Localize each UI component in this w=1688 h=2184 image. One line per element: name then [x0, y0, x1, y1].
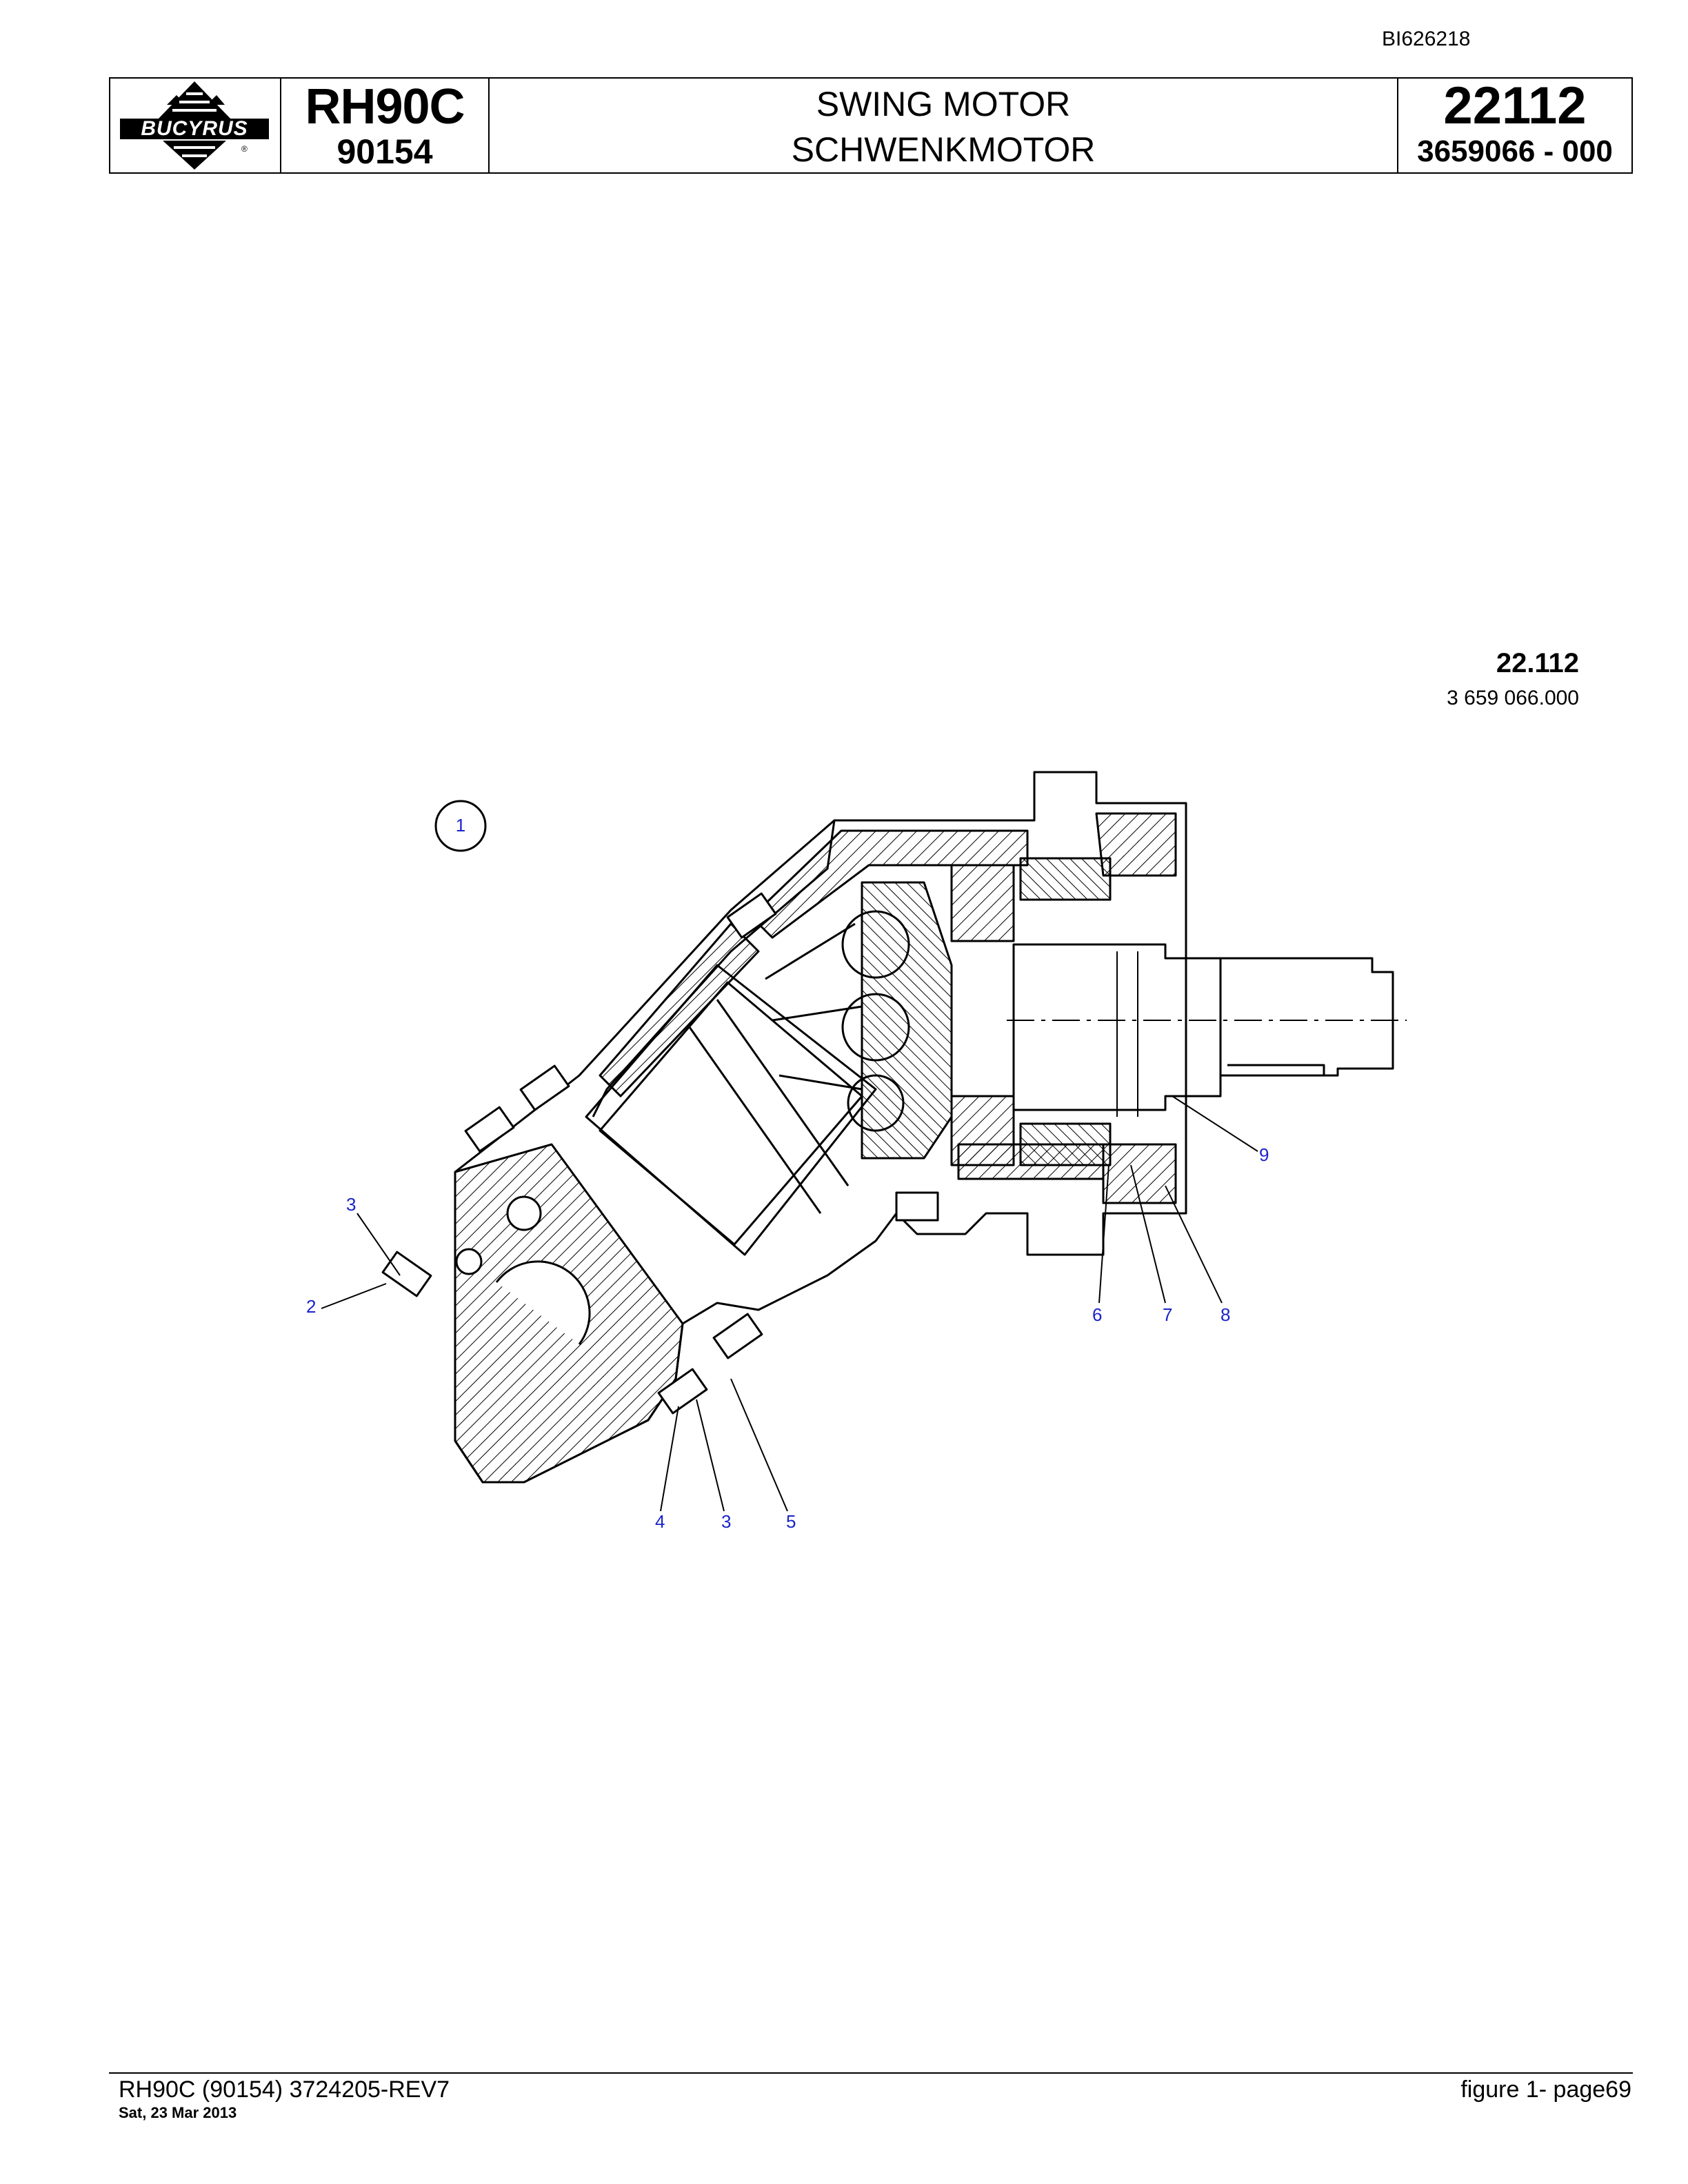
callout-9: 9: [1259, 1144, 1269, 1165]
document-id: BI626218: [1382, 28, 1471, 50]
title-block: BUCYRUS ® RH90C 90154 SWING MOTOR SCHWEN…: [109, 77, 1633, 174]
footer-page: figure 1- page69: [1460, 2076, 1631, 2103]
model-cell: RH90C 90154: [281, 79, 490, 172]
figure-marker: 1: [455, 815, 466, 836]
title-german: SCHWENKMOTOR: [791, 130, 1096, 169]
footer-divider: [109, 2072, 1633, 2074]
logo-cell: BUCYRUS ®: [110, 79, 281, 172]
model-name: RH90C: [305, 79, 465, 134]
callout-8: 8: [1220, 1304, 1231, 1325]
svg-text:BUCYRUS: BUCYRUS: [141, 117, 248, 140]
drawing-group-label: 22.112: [1496, 648, 1579, 678]
callout-7: 7: [1163, 1304, 1173, 1325]
drawing-part-label: 3 659 066.000: [1447, 687, 1579, 709]
title-english: SWING MOTOR: [816, 85, 1071, 123]
number-cell: 22112 3659066 - 000: [1398, 79, 1631, 172]
bucyrus-logo: BUCYRUS ®: [120, 81, 269, 170]
part-number: 3659066 - 000: [1417, 134, 1613, 168]
callout-3-upper: 3: [346, 1194, 356, 1215]
footer-reference: RH90C (90154) 3724205-REV7: [119, 2076, 450, 2103]
model-number: 90154: [336, 132, 433, 171]
callout-6: 6: [1092, 1304, 1103, 1325]
footer-date: Sat, 23 Mar 2013: [119, 2104, 237, 2121]
callout-4: 4: [655, 1511, 665, 1532]
callout-2: 2: [306, 1296, 316, 1317]
title-cell: SWING MOTOR SCHWENKMOTOR: [490, 79, 1398, 172]
callout-3-lower: 3: [721, 1511, 732, 1532]
group-number: 22112: [1443, 77, 1587, 135]
svg-text:®: ®: [241, 144, 248, 154]
callout-5: 5: [786, 1511, 796, 1532]
